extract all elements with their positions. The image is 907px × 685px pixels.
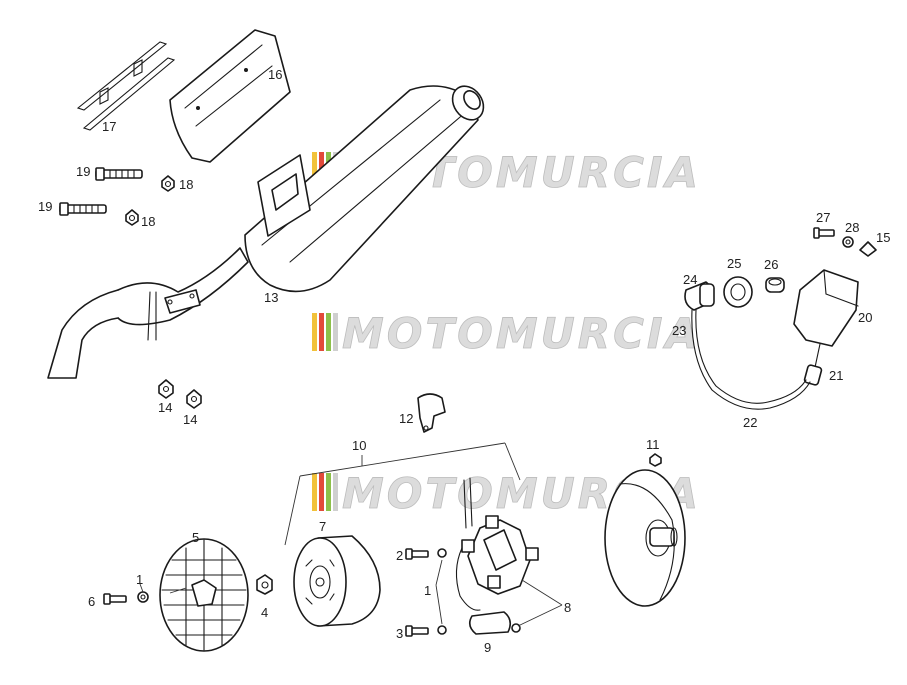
label-8: 8 [564, 600, 571, 615]
bolt-part-19-lower [59, 202, 107, 216]
screw-part-27 [813, 227, 835, 239]
label-3: 3 [396, 626, 403, 641]
label-19-lower: 19 [38, 199, 52, 214]
label-1-right: 1 [424, 583, 431, 598]
label-23: 23 [672, 323, 686, 338]
stator-part-9 [455, 477, 539, 611]
connector-part-21 [803, 364, 823, 386]
plug-cap-part-24 [684, 281, 715, 311]
exhaust-part-13 [47, 85, 485, 379]
nut-part-11 [649, 453, 662, 467]
label-13: 13 [264, 290, 278, 305]
pickup-part-8 [468, 611, 521, 635]
screw-part-3 [405, 625, 429, 637]
wire-clip-part-17 [76, 41, 176, 131]
label-26: 26 [764, 257, 778, 272]
watermark-text: MOTOMURCIA [342, 309, 701, 358]
label-17: 17 [102, 119, 116, 134]
label-7: 7 [319, 519, 326, 534]
label-6: 6 [88, 594, 95, 609]
cooling-fan-part-5 [159, 538, 249, 652]
label-18-upper: 18 [179, 177, 193, 192]
nut-part-18-upper [161, 175, 175, 192]
washer-part-1-upper [437, 548, 447, 558]
heat-shield-part-16 [169, 29, 291, 163]
grommet-part-25 [723, 276, 753, 308]
nut-part-14-right [186, 389, 202, 409]
ignition-coil-part-20 [793, 269, 859, 373]
label-27: 27 [816, 210, 830, 225]
label-1-left: 1 [136, 572, 143, 587]
bolt-part-19-upper [95, 167, 143, 181]
label-20: 20 [858, 310, 872, 325]
washer-part-1-lower [437, 625, 447, 635]
nut-part-18-lower [125, 209, 139, 226]
ht-lead-part-22 [691, 309, 811, 410]
label-14-right: 14 [183, 412, 197, 427]
label-24: 24 [683, 272, 697, 287]
label-5: 5 [192, 530, 199, 545]
clip-part-15 [859, 241, 877, 257]
clip-part-12 [417, 393, 446, 433]
part-labels: 17 16 19 18 19 18 13 14 14 12 10 11 27 2… [38, 67, 890, 655]
label-4: 4 [261, 605, 268, 620]
label-14-left: 14 [158, 400, 172, 415]
screw-part-6 [103, 593, 127, 605]
label-18-lower: 18 [141, 214, 155, 229]
label-10: 10 [352, 438, 366, 453]
label-28: 28 [845, 220, 859, 235]
label-9: 9 [484, 640, 491, 655]
label-12: 12 [399, 411, 413, 426]
rotor-housing [604, 469, 686, 607]
label-11: 11 [646, 437, 660, 452]
flywheel-part-7 [293, 535, 381, 627]
nut-part-4 [256, 574, 273, 595]
label-25: 25 [727, 256, 741, 271]
grommet-part-26 [765, 277, 785, 293]
assembly-bracket-part-10 [284, 442, 521, 546]
label-16: 16 [268, 67, 282, 82]
watermark-middle: MOTOMURCIA [312, 309, 701, 358]
washer-part-1-left [137, 591, 149, 603]
label-2: 2 [396, 548, 403, 563]
screw-part-2 [405, 548, 429, 560]
washer-part-28 [842, 236, 854, 248]
label-22: 22 [743, 415, 757, 430]
leader-lines [139, 559, 563, 627]
label-21: 21 [829, 368, 843, 383]
nut-part-14-left [158, 379, 174, 399]
label-19-upper: 19 [76, 164, 90, 179]
label-15: 15 [876, 230, 890, 245]
